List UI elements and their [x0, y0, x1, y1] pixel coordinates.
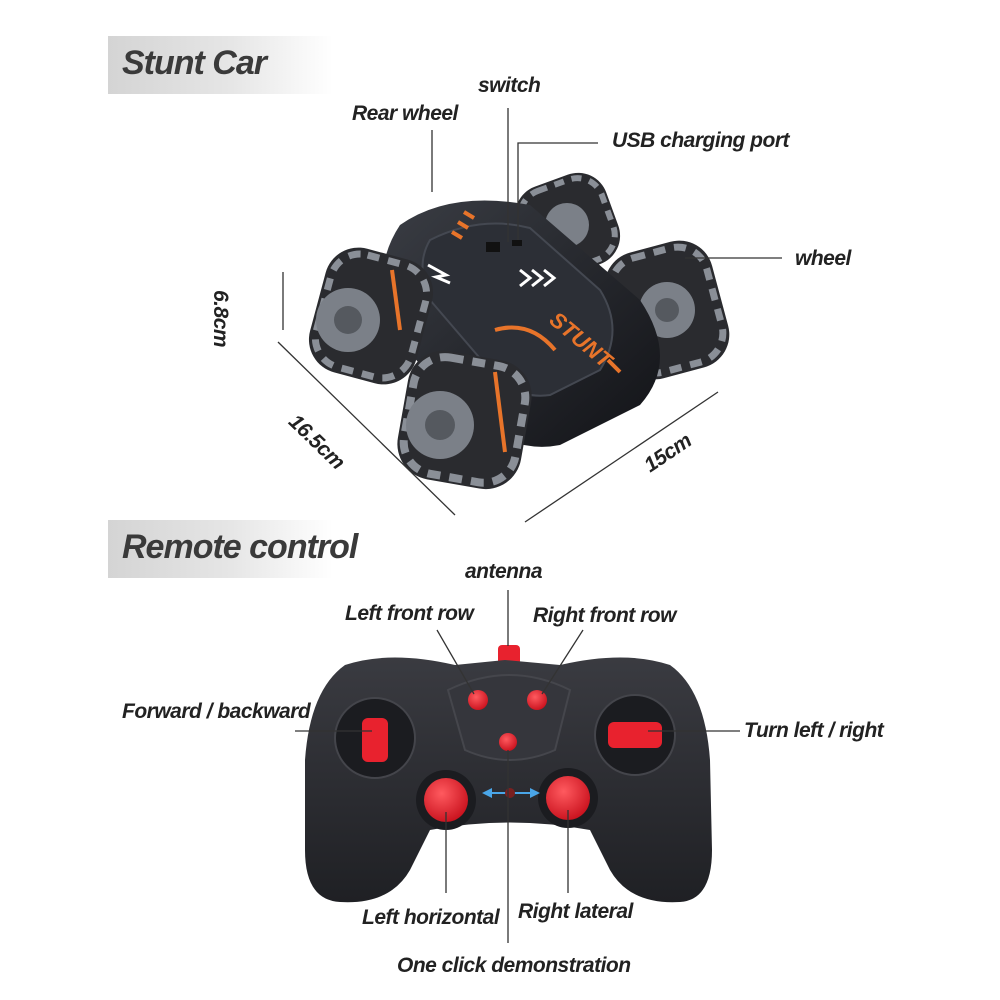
- forward-backward-label: Forward / backward: [122, 700, 311, 723]
- remote-leader-lines: [295, 590, 740, 943]
- left-horizontal-label: Left horizontal: [362, 906, 500, 929]
- switch-slot: [486, 242, 500, 252]
- antenna-label: antenna: [465, 560, 543, 583]
- left-horizontal-button[interactable]: [424, 778, 468, 822]
- remote-control-header: Remote control: [108, 520, 358, 578]
- car-leader-lines: [277, 108, 782, 523]
- stunt-car-title: Stunt Car: [122, 44, 267, 82]
- forward-backward-stick[interactable]: [362, 718, 388, 762]
- stunt-car-header: Stunt Car: [108, 36, 333, 94]
- switch-label: switch: [478, 74, 541, 97]
- usb-port-label: USB charging port: [612, 129, 790, 152]
- rear-wheel-label: Rear wheel: [352, 102, 458, 125]
- wheel-rear-left: [308, 247, 434, 385]
- height-dimension: 6.8cm: [209, 290, 232, 348]
- antenna-tip: [498, 645, 520, 665]
- stunt-car: STUNT: [308, 172, 730, 490]
- right-lateral-label: Right lateral: [518, 900, 633, 923]
- right-front-row-button[interactable]: [527, 690, 547, 710]
- wheel-front-left: [397, 350, 532, 490]
- turn-left-right-stick[interactable]: [608, 722, 662, 748]
- usb-port-slot: [512, 240, 522, 246]
- right-lateral-button[interactable]: [546, 776, 590, 820]
- wheel-label: wheel: [795, 247, 851, 270]
- remote-control-title: Remote control: [122, 528, 358, 566]
- right-front-row-label: Right front row: [533, 604, 676, 627]
- one-click-demo-button[interactable]: [499, 733, 517, 751]
- left-front-row-label: Left front row: [345, 602, 474, 625]
- turn-left-right-label: Turn left / right: [744, 719, 884, 742]
- left-front-row-button[interactable]: [468, 690, 488, 710]
- one-click-demo-label: One click demonstration: [397, 954, 631, 977]
